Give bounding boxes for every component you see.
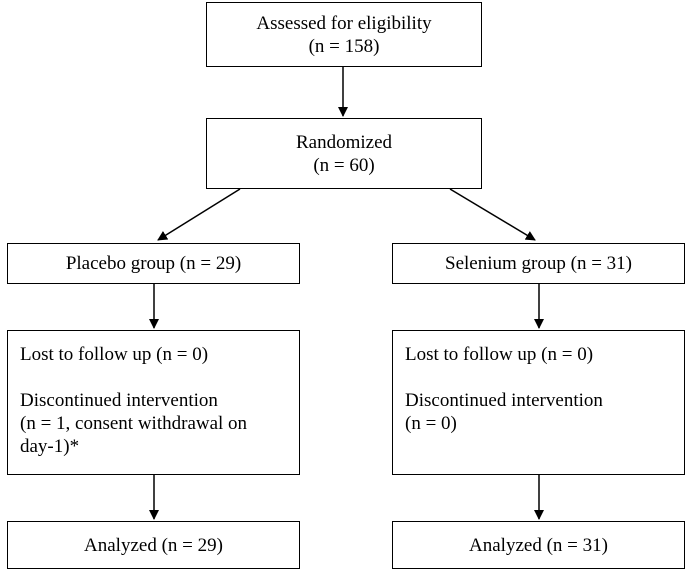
placebo-status-box: Lost to follow up (n = 0) Discontinued i… [7, 330, 300, 475]
selenium-lost-followup: Lost to follow up (n = 0) [405, 344, 594, 365]
assessed-box: Assessed for eligibility (n = 158) [206, 2, 482, 67]
assessed-count: (n = 158) [308, 35, 380, 57]
selenium-group-box: Selenium group (n = 31) [392, 243, 685, 284]
randomized-count: (n = 60) [313, 154, 375, 176]
randomized-box: Randomized (n = 60) [206, 118, 482, 189]
placebo-group-box: Placebo group (n = 29) [7, 243, 300, 284]
selenium-status-box: Lost to follow up (n = 0) Discontinued i… [392, 330, 685, 475]
selenium-discontinued-detail-1: (n = 0) [405, 413, 457, 434]
placebo-lost-followup: Lost to follow up (n = 0) [20, 344, 209, 365]
selenium-analyzed-box: Analyzed (n = 31) [392, 521, 685, 569]
selenium-group-label: Selenium group (n = 31) [445, 253, 632, 274]
randomized-title: Randomized [295, 131, 393, 153]
placebo-discontinued: Discontinued intervention [20, 390, 218, 411]
placebo-discontinued-detail-2: day-1)* [20, 436, 80, 457]
placebo-analyzed-label: Analyzed (n = 29) [84, 534, 223, 556]
placebo-analyzed-box: Analyzed (n = 29) [7, 521, 300, 569]
selenium-discontinued: Discontinued intervention [405, 390, 603, 411]
selenium-analyzed-label: Analyzed (n = 31) [469, 534, 608, 556]
arrow-randomized-to-selenium [449, 188, 536, 241]
placebo-discontinued-detail-1: (n = 1, consent withdrawal on [20, 413, 248, 434]
placebo-group-label: Placebo group (n = 29) [65, 253, 242, 274]
assessed-title: Assessed for eligibility [256, 12, 432, 34]
arrow-randomized-to-placebo [157, 188, 241, 241]
